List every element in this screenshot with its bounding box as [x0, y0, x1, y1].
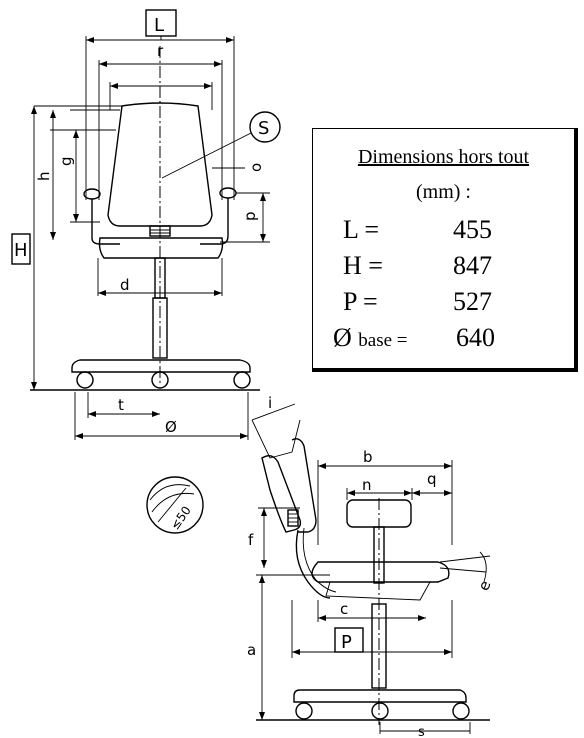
base-front	[71, 359, 251, 373]
label-L: L	[154, 15, 164, 36]
label-P: P	[341, 632, 352, 653]
label-diam: Ø	[165, 418, 177, 436]
dimension-row-base: Ø base = 640	[333, 323, 573, 357]
seat-front	[98, 237, 224, 259]
label-c: c	[340, 600, 348, 618]
dimension-row-H: H = 847	[343, 251, 573, 285]
dimensions-title: Dimensions hors tout	[357, 146, 530, 168]
label-q: q	[427, 470, 437, 488]
seat-underside	[325, 581, 431, 601]
seat-side	[311, 561, 450, 583]
side-view: i b n q f	[247, 394, 495, 738]
label-H: H	[14, 240, 28, 261]
caster-side-1	[295, 702, 313, 720]
armrest-left	[91, 199, 120, 245]
label-d: d	[120, 276, 130, 294]
dimension-value: 847	[453, 251, 492, 280]
label-f: f	[248, 531, 254, 549]
label-h: h	[35, 171, 53, 181]
caster-side-3	[452, 702, 470, 720]
dimension-key: P =	[343, 287, 378, 316]
label-a: a	[247, 641, 256, 659]
label-box-H	[11, 233, 31, 265]
front-view: L r S h	[11, 9, 281, 440]
caster-side-2	[371, 702, 389, 720]
label-i: i	[268, 394, 272, 412]
dimension-key: L =	[343, 215, 380, 244]
backrest-front	[107, 102, 213, 227]
caster-1	[76, 371, 94, 389]
label-p: p	[241, 211, 259, 221]
backrest-link	[295, 529, 331, 599]
gas-column-lower-side	[371, 603, 387, 689]
callout-S	[249, 111, 281, 143]
backrest-side	[261, 455, 302, 533]
angle-detail: ≤50	[146, 476, 204, 534]
dimension-value: 640	[456, 323, 495, 352]
dimension-value: 527	[453, 287, 492, 316]
gas-column-lower-front	[152, 297, 168, 359]
label-s: s	[418, 725, 425, 738]
label-box-P	[334, 627, 364, 653]
dimension-key-word: base =	[358, 330, 408, 351]
dimension-row-P: P = 527	[343, 287, 573, 321]
label-g: g	[57, 156, 75, 166]
dimension-row-L: L = 455	[343, 215, 573, 249]
label-S: S	[258, 118, 269, 139]
label-n: n	[362, 476, 372, 494]
label-o: o	[247, 163, 265, 172]
backrest-tilt-outline	[251, 419, 301, 459]
backrest-upright	[291, 438, 317, 533]
label-t: t	[118, 396, 124, 414]
label-b: b	[363, 448, 373, 466]
dimension-value: 455	[453, 215, 492, 244]
dimensions-box: Dimensions hors tout (mm) : L = 455 H = …	[312, 128, 578, 372]
gas-column-side	[373, 526, 385, 584]
caster-3	[233, 371, 251, 389]
tilt-spring	[149, 225, 171, 237]
dimension-key: H =	[343, 251, 383, 280]
base-side	[293, 689, 467, 703]
diameter-symbol: Ø	[333, 323, 352, 352]
dimensions-unit: (mm) :	[416, 181, 471, 203]
caster-2	[151, 371, 169, 389]
armrest-right	[200, 198, 229, 245]
dimension-key: Ø base =	[333, 323, 408, 353]
